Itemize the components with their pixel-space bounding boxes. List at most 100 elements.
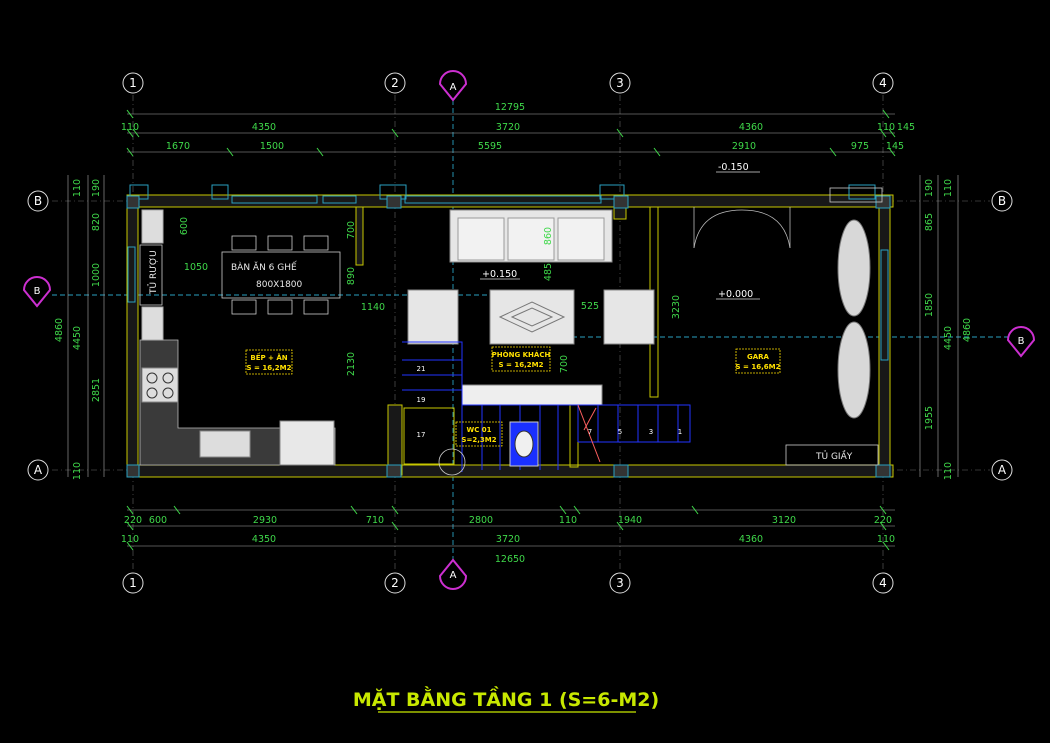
dim-bot-1-2: 2930 [253,515,277,526]
garage [693,187,883,466]
level-garage: +0.000 [718,289,753,300]
dim-bot-1-1: 600 [149,515,167,526]
dim-top-2-0: 110 [121,122,139,133]
label-wine-cabinet: TỦ RƯỢU [147,250,159,295]
dining-table [221,235,341,315]
dim-top-3-3: 2910 [732,141,756,152]
dim-bot-1-6: 1940 [618,515,642,526]
dimension-lines [67,113,959,547]
axis-b-left: B [34,194,42,208]
dim-right-7: 110 [943,462,954,480]
axis-4-top: 4 [879,76,887,90]
top-dimensions: 12795 110 4350 3720 4360 110 145 1670 15… [121,102,915,152]
dim-right-5: 4860 [962,318,973,342]
room-garage-name: GARA [747,353,770,361]
axis-a-left: A [34,463,43,477]
dim-left-7: 110 [72,462,83,480]
dim-left-2: 820 [91,213,102,231]
stair-21: 21 [417,365,426,373]
dim-in-7: 485 [543,263,554,281]
wc-fixtures [403,407,539,476]
bottom-dimensions: 220 600 2930 710 2800 110 1940 3120 220 … [121,515,895,565]
dim-left-5: 4860 [54,318,65,342]
axis-b-right: B [998,194,1006,208]
axis-2-top: 2 [391,76,399,90]
drawing-title-group: MẶT BẰNG TẦNG 1 (S=6-M2) [353,685,659,713]
dim-top-total: 12795 [495,102,525,113]
dim-bot-1-4: 2800 [469,515,493,526]
dim-top-3-2: 5595 [478,141,502,152]
stair-19: 19 [417,396,426,404]
axis-4-bottom: 4 [879,576,887,590]
dim-top-3-4: 975 [851,141,869,152]
stairs [402,341,691,472]
dim-top-2-4: 110 [877,122,895,133]
stair-7: 7 [588,428,592,436]
section-a-top: A [450,82,457,93]
grid-labels: 1 2 3 4 1 2 3 4 B A B A [34,76,1007,590]
dim-in-10: 3230 [671,295,682,319]
dim-in-1: 1050 [184,262,208,273]
axis-3-bottom: 3 [616,576,624,590]
walls [126,184,894,478]
label-dining-size: 800X1800 [256,280,303,290]
sofa-set [407,209,655,406]
dimension-ticks [126,109,896,551]
dim-top-2-1: 4350 [252,122,276,133]
axis-2-bottom: 2 [391,576,399,590]
section-markers [22,70,1036,590]
section-a-bottom: A [450,570,457,581]
dim-right-0: 190 [924,179,935,197]
axis-3-top: 3 [616,76,624,90]
dim-bot-2-1: 4350 [252,534,276,545]
level-living: +0.150 [482,269,517,280]
dim-top-2-3: 4360 [739,122,763,133]
section-b-left: B [34,286,41,297]
dim-left-4: 4450 [72,326,83,350]
dim-right-2: 865 [924,213,935,231]
dim-right-1: 110 [943,179,954,197]
drawing-title: MẶT BẰNG TẦNG 1 (S=6-M2) [353,685,659,711]
dim-left-0: 110 [72,179,83,197]
stair-5: 5 [618,428,622,436]
dim-bot-1-0: 220 [124,515,142,526]
room-living-name: PHÒNG KHÁCH [492,350,551,359]
dim-in-3: 890 [346,267,357,285]
dim-top-3-1: 1500 [260,141,284,152]
dim-bot-1-5: 110 [559,515,577,526]
dim-top-3-5: 145 [886,141,904,152]
left-dimensions: 110 190 820 1000 4450 4860 2851 110 [54,179,102,480]
dim-in-4: 2130 [346,352,357,376]
dim-in-6: 860 [543,227,554,245]
dim-left-3: 1000 [91,263,102,287]
dim-bot-1-7: 3120 [772,515,796,526]
dim-left-1: 190 [91,179,102,197]
stair-17: 17 [417,431,426,439]
room-wc-area: S=2,3M2 [461,436,496,444]
dim-top-2-2: 3720 [496,122,520,133]
axis-a-right: A [998,463,1007,477]
level-garage-entry: -0.150 [718,162,749,173]
section-labels: A A B B [34,82,1025,581]
dim-left-6: 2851 [91,378,102,402]
stair-3: 3 [649,428,653,436]
dim-right-6: 1955 [924,406,935,430]
level-marks: -0.150 +0.150 +0.000 [480,162,760,300]
room-labels: BẾP + ĂN S = 16,2M2 PHÒNG KHÁCH S = 16,2… [245,346,781,447]
dim-right-4: 4450 [943,326,954,350]
dim-in-8: 525 [581,301,599,312]
interior-dimensions: 600 1050 700 890 2130 1140 860 485 525 7… [179,217,682,376]
axis-1-bottom: 1 [129,576,137,590]
label-dining-table: BÀN ĂN 6 GHẾ [231,261,297,273]
section-b-right: B [1018,336,1025,347]
furniture-labels: TỦ RƯỢU BÀN ĂN 6 GHẾ 800X1800 TỦ GIẦY [147,250,853,462]
dim-right-3: 1850 [924,293,935,317]
room-wc-name: WC 01 [466,426,491,434]
dim-bot-2-0: 110 [121,534,139,545]
room-kitchen-area: S = 16,2M2 [247,364,292,372]
dim-bot-1-8: 220 [874,515,892,526]
kitchen-counter [139,209,336,466]
stair-1: 1 [678,428,682,436]
dim-top-3-0: 1670 [166,141,190,152]
